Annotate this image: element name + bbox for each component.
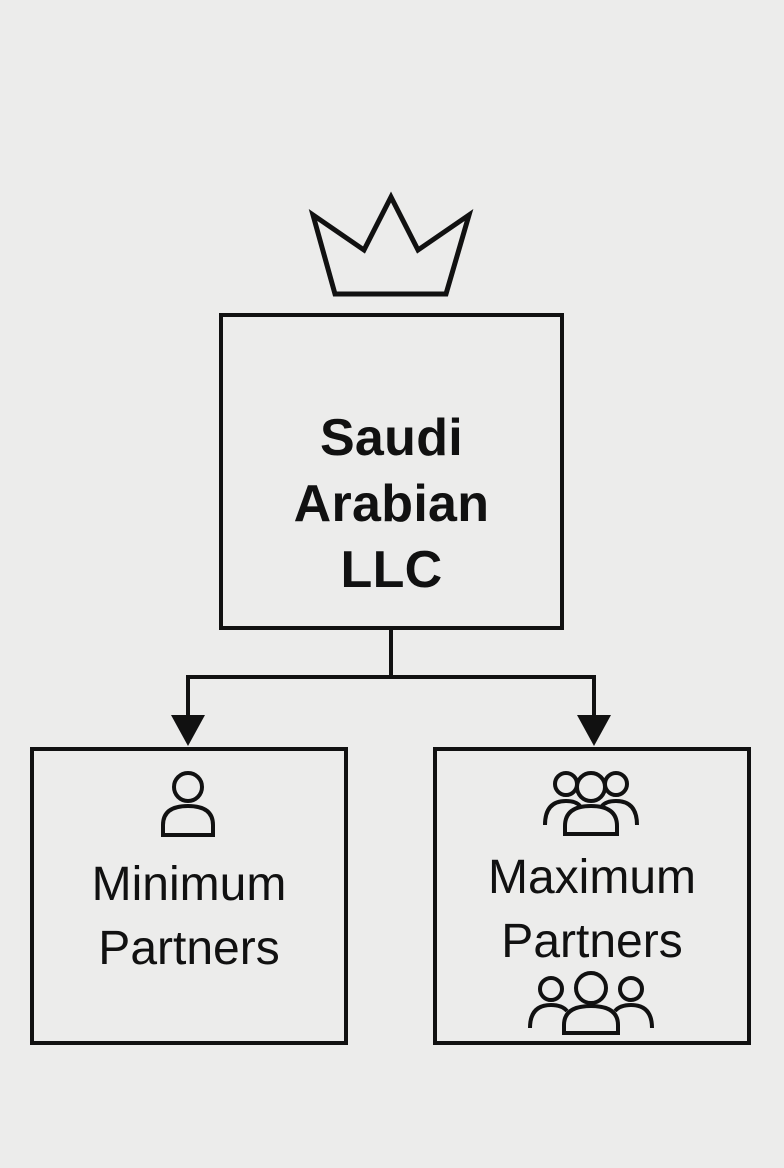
group-icon <box>528 971 654 1035</box>
right-arrowhead <box>577 715 611 746</box>
crown-icon <box>308 191 474 297</box>
label-line: Partners <box>98 922 280 975</box>
connector-lines <box>186 630 596 718</box>
maximum-partners-box <box>433 747 751 1045</box>
minimum-partners-box <box>30 747 348 1045</box>
root-title-line: Arabian <box>293 475 490 533</box>
label-line: Maximum <box>487 851 696 904</box>
root-entity-box <box>219 313 564 630</box>
root-entity-title: Saudi Arabian LLC <box>219 405 564 603</box>
minimum-partners-label: Minimum Partners <box>30 853 348 981</box>
root-title-line: LLC <box>340 541 443 599</box>
label-line: Minimum <box>91 858 287 911</box>
person-icon <box>161 771 215 837</box>
group-icon <box>543 771 639 836</box>
maximum-partners-label: Maximum Partners <box>433 846 751 974</box>
left-arrowhead <box>171 715 205 746</box>
root-title-line: Saudi <box>319 409 464 467</box>
label-line: Partners <box>501 915 683 968</box>
